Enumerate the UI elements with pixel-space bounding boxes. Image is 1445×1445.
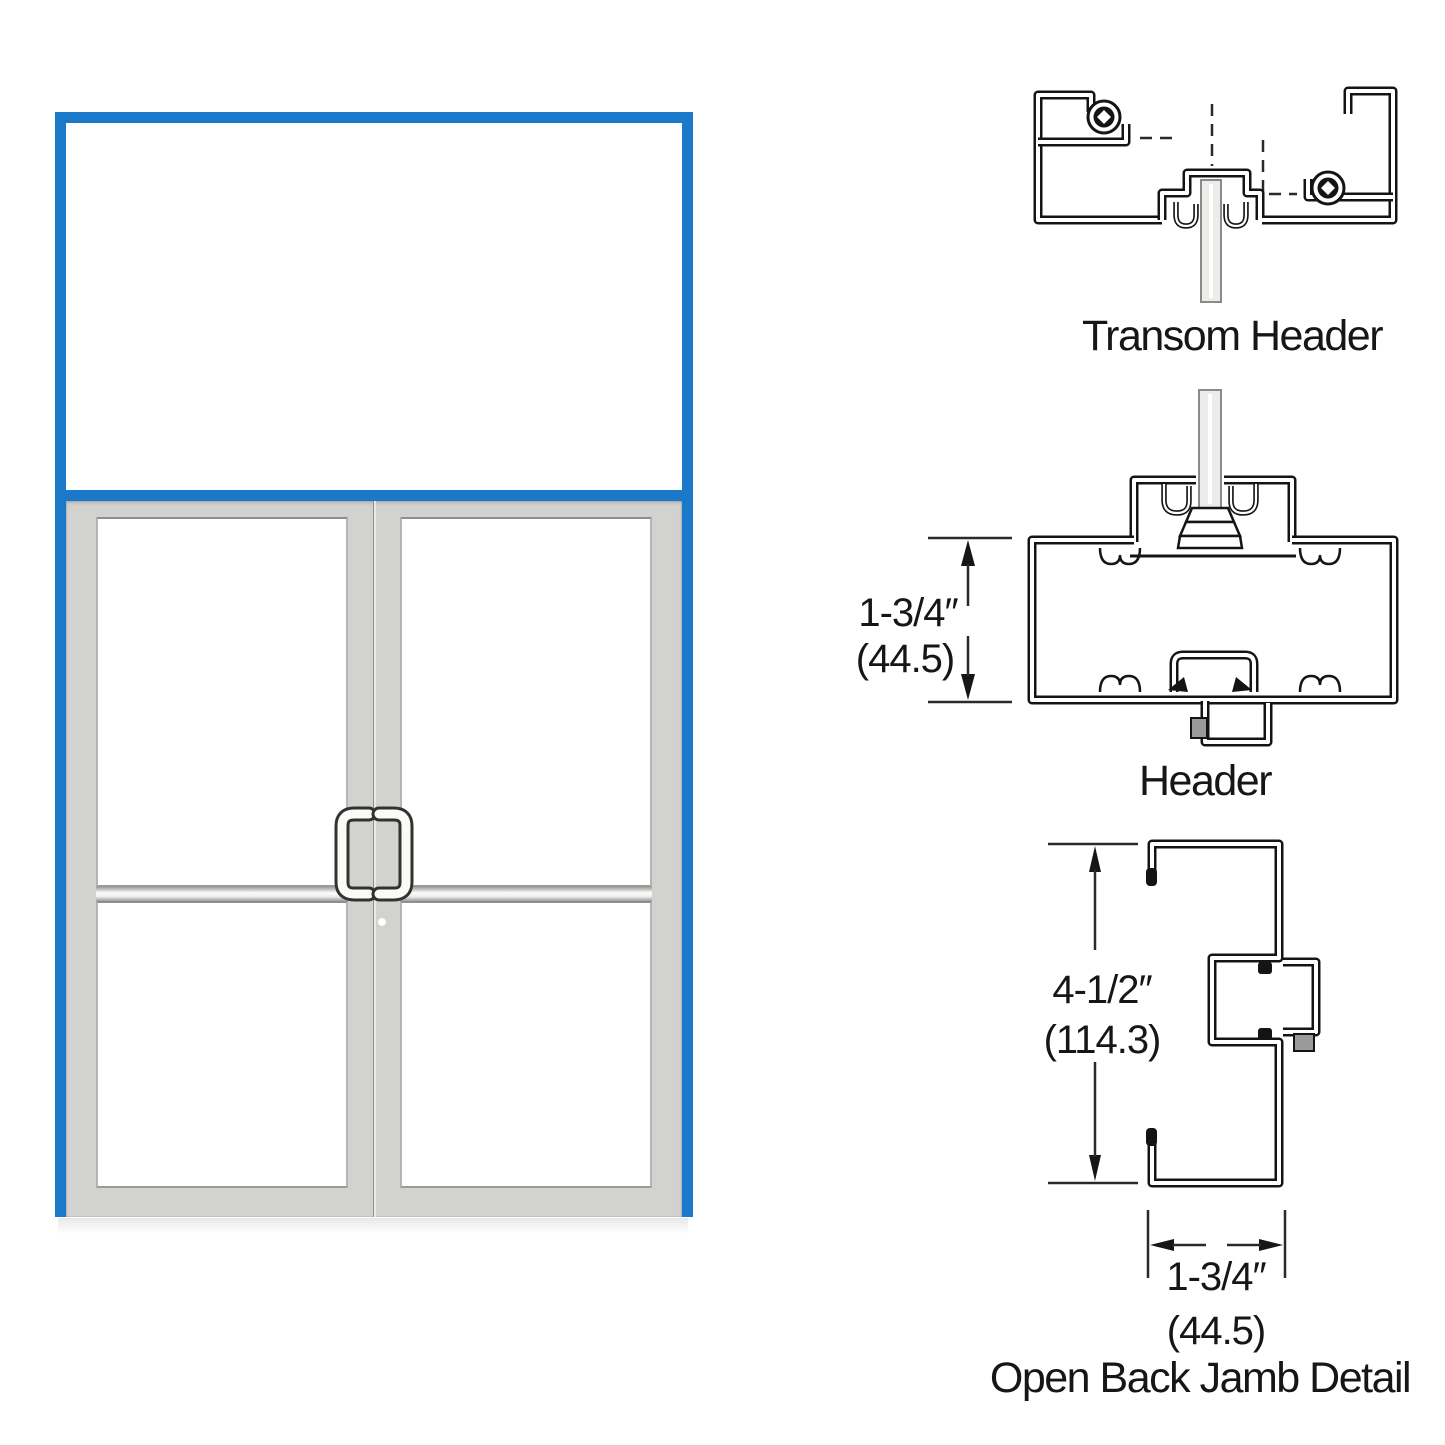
left-door-lower-glass <box>96 901 348 1188</box>
gasket-clip <box>1168 677 1188 692</box>
open-back-jamb-label: Open Back Jamb Detail <box>990 1354 1410 1402</box>
floor-shadow <box>58 1218 688 1234</box>
gasket-clip <box>1232 677 1252 692</box>
left-door-mid-rail <box>96 887 348 901</box>
screw-fastener-icon <box>1086 99 1122 135</box>
transom-header-label: Transom Header <box>1082 312 1383 360</box>
jamb-lip-cap <box>1146 868 1157 886</box>
glazing-wedge <box>1176 534 1244 550</box>
screw-boss-notch <box>1098 547 1142 566</box>
screw-fastener-icon <box>1310 170 1346 206</box>
pull-handle-right-icon <box>371 806 414 902</box>
dashed-reference-right <box>1261 140 1297 196</box>
jamb-height-imperial: 4-1/2″ <box>1052 968 1152 1012</box>
jamb-height-metric: (114.3) <box>1044 1018 1161 1062</box>
screw-boss-notch <box>1098 674 1142 693</box>
jamb-width-dimension: 1-3/4″ (44.5) <box>1146 1210 1287 1353</box>
door-elevation-figure <box>55 112 693 1217</box>
pull-handle-left-icon <box>334 806 377 902</box>
lock-cylinder-icon <box>377 917 387 927</box>
right-door-upper-glass <box>400 517 652 887</box>
gasket-clip <box>1258 962 1272 974</box>
meeting-stile-highlight <box>374 501 376 1217</box>
jamb-height-dimension: 4-1/2″ (114.3) <box>1044 842 1161 1185</box>
transom-glass-panel <box>66 123 682 490</box>
door-stop-insert <box>1293 1033 1315 1052</box>
glazing-wedge <box>1184 506 1236 524</box>
right-door-mid-rail <box>400 887 652 901</box>
glazing-wedge <box>1178 520 1242 538</box>
right-door-lower-glass <box>400 901 652 1188</box>
left-door-upper-glass <box>96 517 348 887</box>
header-section-drawing: 1-3/4″ (44.5) Header <box>856 389 1394 805</box>
jamb-lip-cap <box>1146 1128 1157 1146</box>
header-height-metric: (44.5) <box>856 637 955 681</box>
header-height-dimension: 1-3/4″ (44.5) <box>856 536 1012 704</box>
header-label: Header <box>1139 757 1272 805</box>
screw-boss-notch <box>1298 547 1342 566</box>
screw-boss-notch <box>1298 674 1342 693</box>
header-height-imperial: 1-3/4″ <box>858 591 958 635</box>
jamb-width-metric: (44.5) <box>1167 1309 1266 1353</box>
jamb-width-imperial: 1-3/4″ <box>1166 1255 1266 1299</box>
door-hardware-overlay <box>334 806 414 927</box>
open-back-jamb-section-drawing: 4-1/2″ (114.3) 1-3/4″ (44.5) Open Back J… <box>990 842 1412 1402</box>
meeting-stile-gap-line <box>373 501 374 1217</box>
gasket-clip <box>1258 1028 1272 1040</box>
double-door-assembly <box>66 501 682 1217</box>
section-details-panel: Transom Header <box>856 40 1412 1402</box>
transom-header-section-drawing: Transom Header <box>1038 91 1393 360</box>
door-stop-insert <box>1190 717 1208 739</box>
